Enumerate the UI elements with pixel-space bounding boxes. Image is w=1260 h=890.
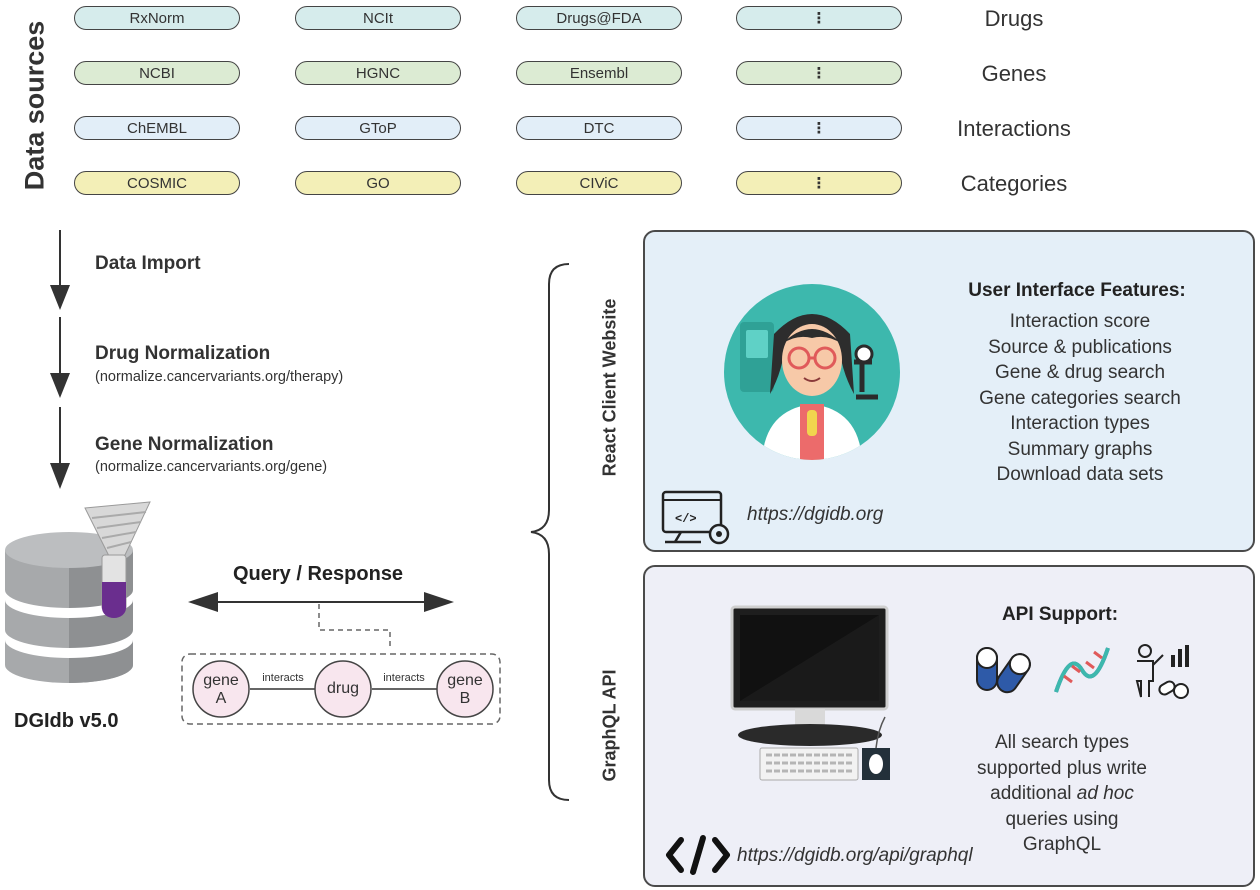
feature-summary-graphs: Summary graphs [1007, 438, 1153, 460]
source-gtop: GToP [295, 116, 461, 140]
api-desc-line-1: All search types [994, 732, 1130, 753]
api-desc-line-5: GraphQL [1022, 834, 1102, 855]
api-desc-line-2: supported plus write [976, 757, 1148, 779]
data-import-label: Data Import [95, 253, 201, 274]
data-sources-title: Data sources [19, 20, 50, 191]
feature-interaction-types: Interaction types [1010, 413, 1150, 434]
database-label: DGIdb v5.0 [14, 710, 119, 732]
source-go: GO [295, 171, 461, 195]
row-label-categories: Categories [960, 171, 1068, 196]
row-label-genes: Genes [981, 61, 1047, 86]
api-desc-line-4: queries using [1005, 808, 1119, 830]
drug-normalization-label: Drug Normalization [95, 343, 271, 364]
source-ncbi: NCBI [74, 61, 240, 85]
database-icon [5, 501, 151, 683]
source-civic: CIViC [516, 171, 682, 195]
source-more-interactions: ⋮ [736, 116, 902, 140]
source-ncit: NCIt [295, 6, 461, 30]
api-desc-line-3: additional ad hoc [967, 781, 1157, 807]
react-client-website-label: React Client Website [599, 298, 620, 477]
node-gene-b-line2: B [459, 690, 471, 707]
pipeline-arrows [50, 230, 70, 489]
funnel-icon [84, 501, 151, 618]
source-more-categories: ⋮ [736, 171, 902, 195]
query-response-diagram [181, 592, 501, 725]
source-ensembl: Ensembl [516, 61, 682, 85]
website-url[interactable]: https://dgidb.org [747, 504, 884, 525]
feature-gene-categories-search: Gene categories search [979, 387, 1181, 409]
graphql-api-label: GraphQL API [599, 669, 620, 782]
source-chembl: ChEMBL [74, 116, 240, 140]
code-monitor-icon: </> [661, 490, 730, 545]
desktop-computer-icon [730, 605, 890, 781]
drug-normalization-url: (normalize.cancervariants.org/therapy) [95, 369, 344, 385]
query-response-label: Query / Response [233, 563, 404, 585]
api-desc-adhoc: ad hoc [1076, 783, 1134, 804]
source-drugs-fda: Drugs@FDA [516, 6, 682, 30]
edge-label-interacts-1: interacts [262, 672, 304, 684]
node-gene-b: gene B [437, 672, 493, 708]
graphql-url[interactable]: https://dgidb.org/api/graphql [737, 845, 973, 866]
node-gene-a: gene A [193, 672, 249, 708]
source-more-drugs: ⋮ [736, 6, 902, 30]
feature-gene-drug-search: Gene & drug search [994, 362, 1166, 383]
api-support-title: API Support: [1001, 604, 1119, 625]
api-panel: API Support: All search types supported … [643, 565, 1255, 887]
features-list: Interaction score Source & publications … [945, 309, 1215, 488]
feature-source-publications: Source & publications [988, 336, 1172, 358]
feature-download-data-sets: Download data sets [996, 464, 1164, 485]
source-rxnorm: RxNorm [74, 6, 240, 30]
node-gene-b-line1: gene [447, 672, 483, 689]
source-dtc: DTC [516, 116, 682, 140]
gene-normalization-label: Gene Normalization [95, 434, 274, 455]
analyst-icon [1135, 644, 1189, 699]
source-cosmic: COSMIC [74, 171, 240, 195]
scientist-illustration [724, 284, 900, 460]
source-more-genes: ⋮ [736, 61, 902, 85]
row-label-drugs: Drugs [984, 6, 1044, 31]
grouping-brace [530, 263, 570, 801]
svg-text:</>: </> [675, 512, 697, 526]
code-brackets-icon [666, 835, 730, 875]
row-label-interactions: Interactions [957, 116, 1071, 141]
node-gene-a-line2: A [215, 690, 227, 707]
feature-interaction-score: Interaction score [1009, 311, 1151, 332]
api-desc-additional: additional [990, 783, 1077, 804]
source-hgnc: HGNC [295, 61, 461, 85]
gene-normalization-url: (normalize.cancervariants.org/gene) [95, 459, 328, 475]
node-drug: drug [326, 680, 360, 697]
pill-icon [976, 647, 1031, 694]
node-gene-a-line1: gene [203, 672, 239, 689]
features-title: User Interface Features: [968, 280, 1186, 301]
edge-label-interacts-2: interacts [383, 672, 425, 684]
api-description: All search types supported plus write ad… [967, 730, 1157, 858]
dna-icon [1054, 647, 1110, 693]
website-panel: User Interface Features: Interaction sco… [643, 230, 1255, 552]
